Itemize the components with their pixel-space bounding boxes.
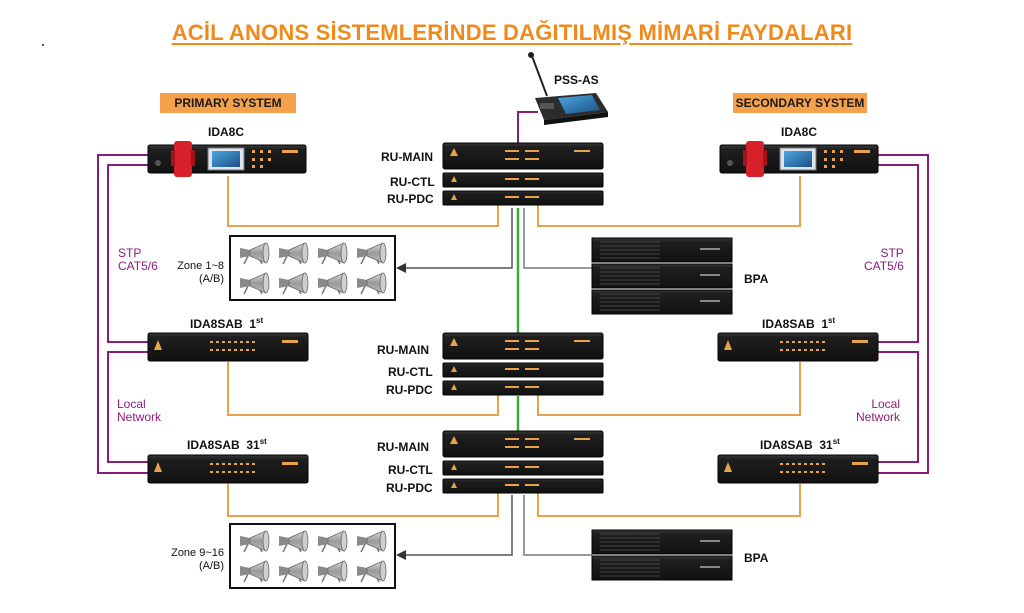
secondary-system-badge: SECONDARY SYSTEM <box>733 93 867 113</box>
speaker-arrows <box>396 263 406 560</box>
ida8sab-index-suffix: st <box>259 437 267 446</box>
horn-speaker-icon <box>318 242 348 265</box>
ru-pdc-label-bottom: RU-PDC <box>386 481 433 495</box>
local-line2: Network <box>117 410 162 424</box>
stp-line2: CAT5/6 <box>118 259 158 273</box>
horn-speaker-icon <box>357 272 387 295</box>
ida8sab-index-suffix: st <box>256 316 264 325</box>
ru-pdc-label-top: RU-PDC <box>387 192 434 206</box>
ru-main-label-bottom: RU-MAIN <box>377 440 429 454</box>
horn-speaker-icon <box>279 560 309 583</box>
bpa-lower <box>591 529 733 581</box>
ida8sab-index: 31 <box>819 438 833 452</box>
horn-speaker-icon <box>357 560 387 583</box>
stp-line1: STP <box>880 246 904 260</box>
ru-ctl-label-top: RU-CTL <box>390 175 435 189</box>
ru-stack-top <box>442 142 604 206</box>
ru-ctl-label-bottom: RU-CTL <box>388 463 433 477</box>
bpa-lower-label: BPA <box>744 551 769 565</box>
pss-as-console <box>528 52 608 125</box>
audio-cables <box>227 176 801 517</box>
ida8sab-primary-1-label: IDA8SAB 1st <box>190 316 263 331</box>
horn-speaker-icon <box>357 242 387 265</box>
horn-speaker-icon <box>318 272 348 295</box>
ida8sab-index: 31 <box>246 438 260 452</box>
ida8sab-index: 1 <box>821 317 829 331</box>
pss-as-label: PSS-AS <box>554 73 599 87</box>
ida8sab-index: 1 <box>249 317 257 331</box>
bpa-cables <box>523 208 592 556</box>
ida8c-secondary-label: IDA8C <box>781 125 818 139</box>
ida8sab-model: IDA8SAB <box>190 317 243 331</box>
local-line1: Local <box>117 397 146 411</box>
stp-line2: CAT5/6 <box>864 259 904 273</box>
zone-line2: (A/B) <box>198 273 224 285</box>
ida8sab-primary-31 <box>147 454 309 484</box>
bpa-upper-label: BPA <box>744 272 769 286</box>
ida8sab-secondary-31 <box>717 454 879 484</box>
zone-line2: (A/B) <box>198 560 224 572</box>
ida8sab-secondary-1 <box>717 332 879 362</box>
horn-speaker-icon <box>318 530 348 553</box>
horn-speaker-icon <box>279 530 309 553</box>
horn-speaker-icon <box>279 242 309 265</box>
stray-dot <box>42 44 44 46</box>
ida8sab-model: IDA8SAB <box>760 438 813 452</box>
horn-speaker-icon <box>240 530 270 553</box>
speaker-group-upper <box>229 235 396 301</box>
speaker-cables <box>400 208 513 556</box>
page-title: ACİL ANONS SİSTEMLERİNDE DAĞITILMIŞ MİMA… <box>171 20 853 45</box>
ru-main-label-middle: RU-MAIN <box>377 343 429 357</box>
ru-stack-bottom <box>442 430 604 494</box>
horn-speaker-icon <box>318 560 348 583</box>
stp-cables <box>97 111 929 474</box>
ru-ctl-label-middle: RU-CTL <box>388 365 433 379</box>
ida8sab-index-suffix: st <box>828 316 836 325</box>
horn-speaker-icon <box>240 272 270 295</box>
ida8c-primary-label: IDA8C <box>208 125 245 139</box>
zone-label-lower: Zone 9~16(A/B) <box>160 547 224 573</box>
ru-pdc-label-middle: RU-PDC <box>386 383 433 397</box>
ida8sab-primary-1 <box>147 332 309 362</box>
horn-speaker-icon <box>357 530 387 553</box>
ru-main-label-top: RU-MAIN <box>381 150 433 164</box>
ida8sab-primary-31-label: IDA8SAB 31st <box>187 437 267 452</box>
zone-label-upper: Zone 1~8(A/B) <box>168 260 224 286</box>
zone-line1: Zone 9~16 <box>171 547 224 559</box>
ida8sab-index-suffix: st <box>832 437 840 446</box>
horn-speaker-icon <box>279 272 309 295</box>
ida8sab-secondary-1-label: IDA8SAB 1st <box>762 316 835 331</box>
ru-stack-middle <box>442 332 604 396</box>
ida8sab-secondary-31-label: IDA8SAB 31st <box>760 437 840 452</box>
horn-speaker-icon <box>240 242 270 265</box>
ida8c-primary <box>147 141 307 177</box>
local-line2: Network <box>856 410 901 424</box>
ida8sab-model: IDA8SAB <box>762 317 815 331</box>
ida8c-secondary <box>719 141 879 177</box>
local-line1: Local <box>871 397 901 411</box>
stp-line1: STP <box>118 246 142 260</box>
horn-speaker-icon <box>240 560 270 583</box>
primary-system-badge: PRIMARY SYSTEM <box>160 93 296 113</box>
ida8sab-model: IDA8SAB <box>187 438 240 452</box>
zone-line1: Zone 1~8 <box>177 260 224 272</box>
bpa-upper <box>591 237 733 315</box>
speaker-group-lower <box>229 523 396 589</box>
